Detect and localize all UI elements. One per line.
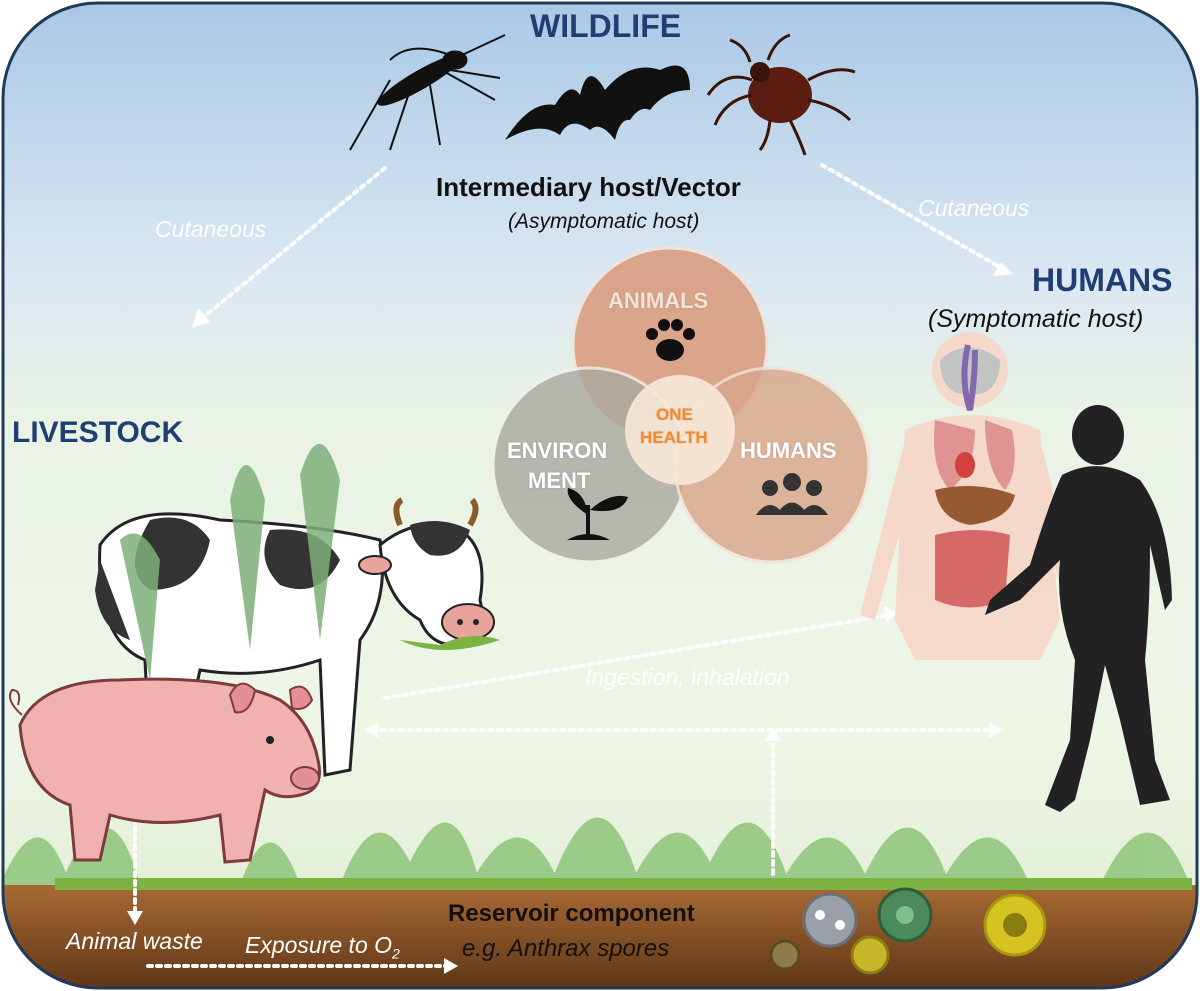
- reservoir-example: e.g. Anthrax spores: [462, 935, 670, 962]
- livestock-label: LIVESTOCK: [12, 416, 184, 449]
- ingestion-label: Ingestion, inhalation: [585, 664, 790, 690]
- animal-waste-label: Animal waste: [66, 928, 203, 954]
- venn-humans-label: HUMANS: [740, 438, 837, 463]
- one-health-center: [625, 375, 735, 485]
- human-anatomy-icon: [860, 332, 1085, 660]
- venn-center-label-2: HEALTH: [640, 428, 708, 447]
- grass-line: [55, 878, 1192, 890]
- exposure-subscript: 2: [392, 945, 400, 962]
- intermediary-title: Intermediary host/Vector: [436, 172, 741, 202]
- human-silhouette-icon: [985, 405, 1172, 812]
- exposure-text: Exposure to O: [245, 932, 393, 958]
- ingestion-arrow: [383, 613, 892, 700]
- tick-icon: [706, 33, 856, 156]
- venn-animals-label: ANIMALS: [608, 288, 709, 313]
- transmission-arrows: [133, 163, 1007, 968]
- people-icon: [756, 473, 828, 515]
- wildlife-label: WILDLIFE: [530, 8, 682, 44]
- reservoir-title: Reservoir component: [448, 900, 695, 927]
- microbe-icon: [769, 887, 1047, 975]
- sprout-icon: [567, 488, 628, 540]
- cutaneous-left-arrow: [198, 166, 387, 322]
- humans-subtitle: (Symptomatic host): [928, 305, 1144, 333]
- grass: [3, 817, 1190, 885]
- cutaneous-left-label: Cutaneous: [155, 216, 267, 242]
- exposure-label: Exposure to O2: [245, 932, 400, 962]
- plants: [120, 443, 340, 680]
- humans-label: HUMANS: [1032, 262, 1173, 298]
- mosquito-icon: [349, 34, 506, 151]
- cutaneous-right-arrow: [820, 163, 1007, 272]
- bat-icon: [505, 65, 690, 140]
- paw-icon: [646, 319, 695, 361]
- venn-environment-label-2: MENT: [528, 468, 591, 493]
- venn-environment-label-1: ENVIRON: [507, 438, 608, 463]
- intermediary-subtitle: (Asymptomatic host): [508, 210, 700, 233]
- cutaneous-right-label: Cutaneous: [918, 195, 1030, 221]
- pig-icon: [9, 677, 321, 864]
- arrow-heads: [127, 262, 1013, 974]
- venn-center-label-1: ONE: [656, 405, 693, 424]
